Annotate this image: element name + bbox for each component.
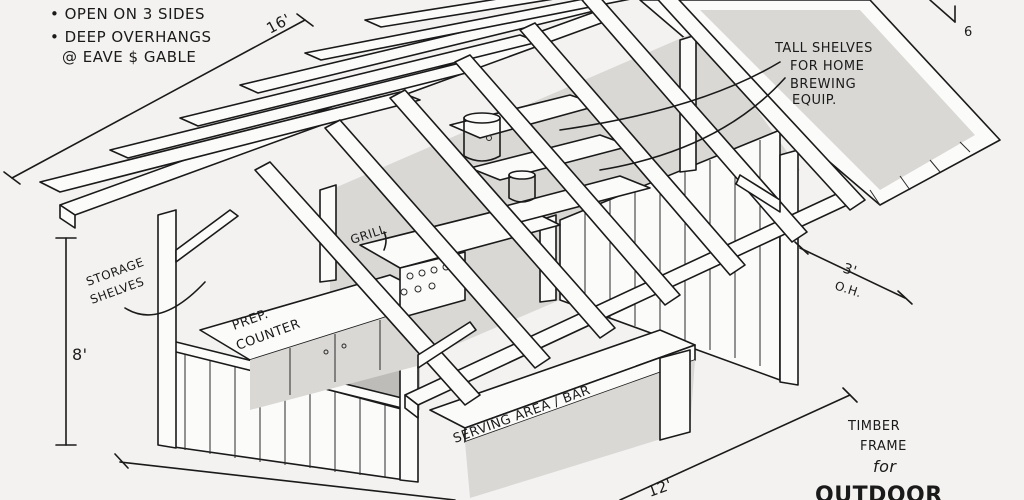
dimension-height: 8': [55, 237, 88, 446]
serving-bar: [429, 329, 696, 498]
rafter-4: [454, 54, 681, 306]
dimension-overhang-note: O.H.: [833, 279, 863, 301]
rafter-1: [254, 161, 481, 406]
callout-tall-shelves-l2: FOR HOME: [790, 59, 864, 74]
dimension-top-label: 16': [263, 10, 293, 37]
note-overhangs: • DEEP OVERHANGS: [50, 28, 212, 46]
title-line3: for: [873, 457, 897, 476]
dimension-top: 16': [3, 10, 314, 185]
purlins: [39, 0, 630, 193]
dimension-height-label: 8': [72, 345, 88, 364]
post-back-right: [779, 149, 799, 386]
notes: • OPEN ON 3 SIDES • DEEP OVERHANGS @ EAV…: [50, 5, 212, 66]
note-open-sides: • OPEN ON 3 SIDES: [50, 5, 205, 23]
callout-tall-shelves: TALL SHELVES FOR HOME BREWING EQUIP.: [559, 41, 873, 171]
dimension-overhang-label: 3': [841, 261, 859, 280]
title-line4: OUTDOOR: [815, 483, 943, 500]
callout-tall-shelves-l4: EQUIP.: [792, 93, 837, 108]
title-line1: TIMBER: [847, 419, 900, 434]
note-eave-gable: @ EAVE $ GABLE: [62, 48, 196, 66]
dimension-front-label: 12': [645, 475, 674, 500]
title-block: TIMBER FRAME for OUTDOOR: [815, 419, 943, 500]
callout-tall-shelves-l1: TALL SHELVES: [774, 41, 873, 56]
dimension-overhang: 3' O.H.: [794, 241, 913, 305]
knee-braces: [175, 174, 781, 369]
pitch-rise-label: 6: [964, 25, 973, 40]
pitch-indicator: 6: [929, 0, 973, 40]
rafter-5: [519, 22, 746, 276]
rafter-7: [657, 0, 866, 211]
rafter-3: [389, 89, 616, 339]
rafter-2: [324, 119, 551, 369]
callout-storage-shelves: STORAGE SHELVES: [84, 255, 206, 316]
callout-tall-shelves-l3: BREWING: [790, 77, 856, 92]
brew-pot-small: [508, 170, 536, 203]
rafters: [254, 0, 866, 406]
post-front-left: [157, 209, 177, 449]
title-line2: FRAME: [860, 439, 907, 454]
